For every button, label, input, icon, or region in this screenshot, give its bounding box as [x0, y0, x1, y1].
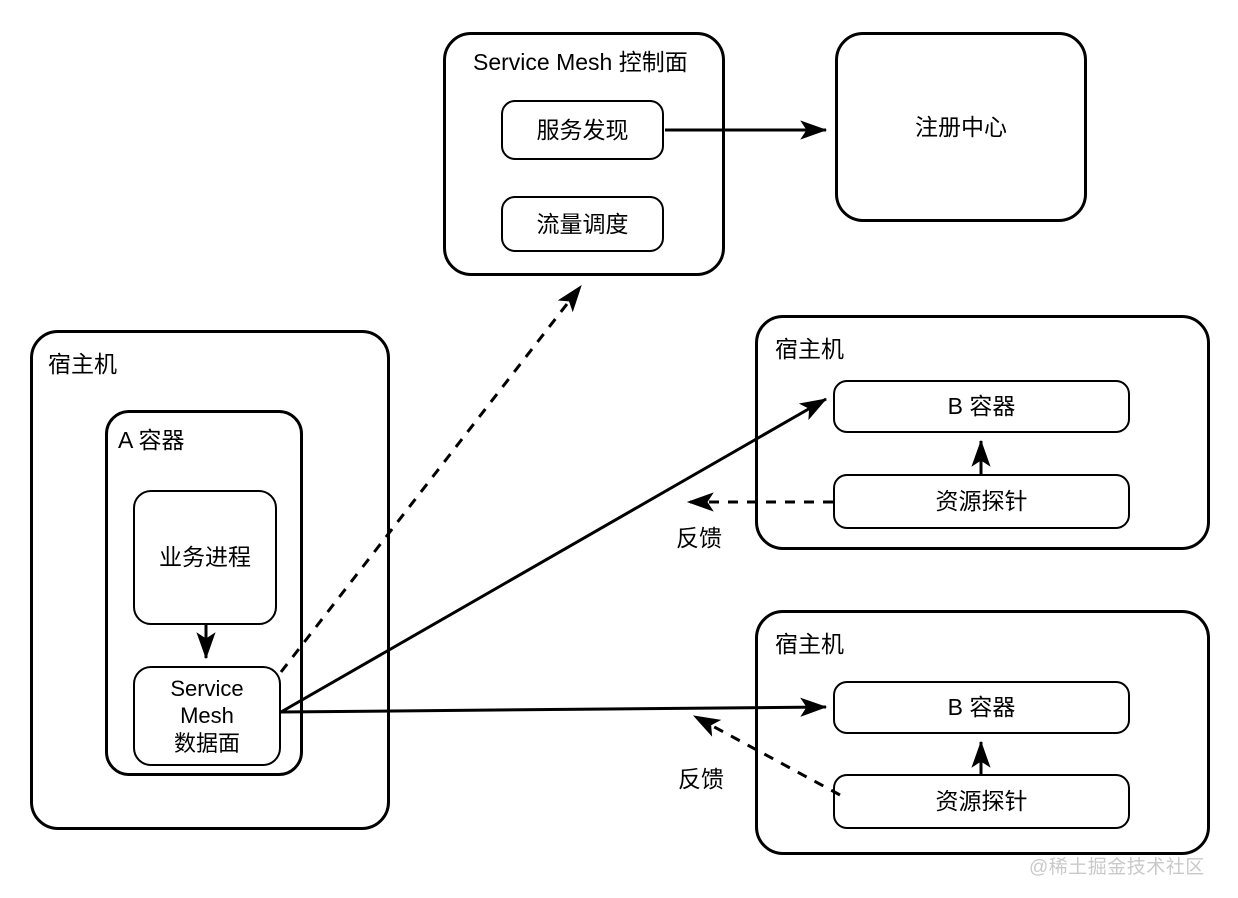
- host-bottom-right-label: 宿主机: [775, 631, 844, 657]
- host-top-right-label: 宿主机: [775, 336, 844, 362]
- node-resource-probe-bottom[interactable]: [833, 774, 1130, 829]
- resource-probe-top-label: 资源探针: [935, 488, 1028, 515]
- node-registry-center[interactable]: [835, 32, 1087, 222]
- host-left-label: 宿主机: [48, 351, 117, 377]
- node-resource-probe-top[interactable]: [833, 474, 1130, 529]
- container-b-top-label: B 容器: [947, 393, 1016, 420]
- control-plane-title: Service Mesh 控制面: [473, 49, 688, 75]
- node-control-plane[interactable]: [443, 32, 725, 276]
- container-b-bottom-label: B 容器: [947, 694, 1016, 721]
- registry-center-label: 注册中心: [915, 113, 1007, 140]
- traffic-scheduling-label: 流量调度: [536, 210, 629, 237]
- service-mesh-data-plane-label: Service Mesh 数据面: [170, 675, 244, 756]
- edge-label-feedback-top: 反馈: [676, 525, 722, 551]
- node-traffic-scheduling[interactable]: [501, 196, 664, 252]
- node-service-mesh-data-plane[interactable]: [133, 666, 281, 766]
- node-container-b-bottom[interactable]: [833, 681, 1130, 734]
- container-a-label: A 容器: [118, 427, 185, 453]
- business-process-label: 业务进程: [159, 544, 251, 571]
- node-service-discovery[interactable]: [501, 100, 664, 160]
- node-container-b-top[interactable]: [833, 380, 1130, 433]
- edge-label-feedback-bottom: 反馈: [678, 766, 724, 792]
- watermark: @稀土掘金技术社区: [1029, 857, 1205, 878]
- service-discovery-label: 服务发现: [536, 116, 629, 143]
- resource-probe-bottom-label: 资源探针: [935, 788, 1028, 815]
- node-business-process[interactable]: [133, 490, 277, 625]
